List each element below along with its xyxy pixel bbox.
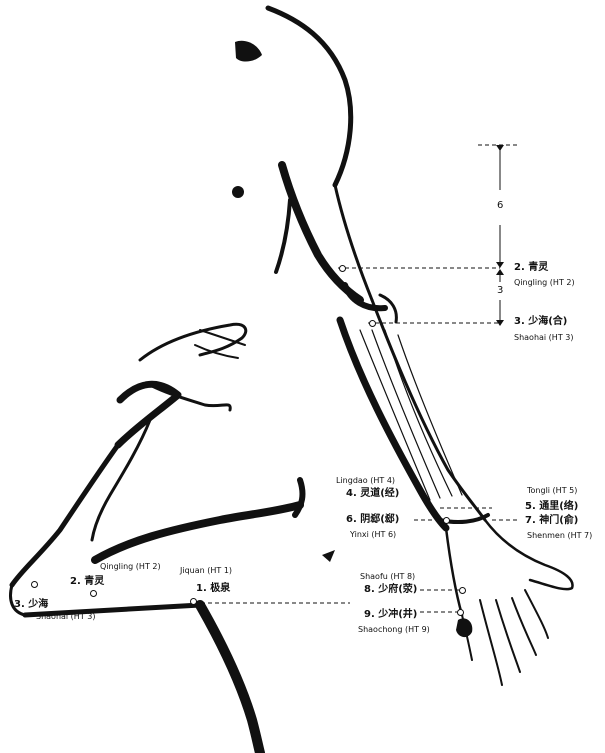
label-shaohai-py: Shaohai (HT 3) bbox=[514, 334, 573, 342]
point-left-qingling bbox=[90, 590, 97, 597]
point-yinxi bbox=[443, 517, 450, 524]
point-qingling bbox=[339, 265, 346, 272]
label-left-qingling-cn: 2. 青灵 bbox=[70, 577, 104, 587]
label-yinxi-py: Yinxi (HT 6) bbox=[350, 531, 396, 539]
label-shaofu-py: Shaofu (HT 8) bbox=[360, 573, 415, 581]
dimension-lower: 3 bbox=[497, 286, 503, 296]
label-left-qingling-py: Qingling (HT 2) bbox=[100, 563, 161, 571]
proportion-dimension bbox=[338, 145, 520, 326]
label-left-jiquan-py: Jiquan (HT 1) bbox=[180, 567, 232, 575]
point-shaochong bbox=[457, 609, 464, 616]
point-left-jiquan bbox=[190, 598, 197, 605]
label-left-shaohai-py: Shaohai (HT 3) bbox=[36, 613, 95, 621]
label-left-shaohai-cn: 3. 少海 bbox=[14, 600, 48, 610]
bent-arm-drawing bbox=[11, 324, 335, 753]
label-tongli-cn: 5. 通里(络) bbox=[525, 502, 578, 512]
dimension-upper: 6 bbox=[497, 201, 503, 211]
label-shenmen-py: Shenmen (HT 7) bbox=[527, 532, 592, 540]
label-left-jiquan-cn: 1. 极泉 bbox=[196, 584, 230, 594]
label-shenmen-cn: 7. 神门(俞) bbox=[525, 516, 578, 526]
point-shaofu bbox=[459, 587, 466, 594]
label-tongli-py: Tongli (HT 5) bbox=[527, 487, 577, 495]
label-lingdao-cn: 4. 灵道(经) bbox=[346, 489, 399, 499]
label-shaochong-cn: 9. 少冲(井) bbox=[364, 610, 417, 620]
point-shaohai bbox=[369, 320, 376, 327]
label-shaohai-cn: 3. 少海(合) bbox=[514, 317, 567, 327]
label-qingling-cn: 2. 青灵 bbox=[514, 263, 548, 273]
label-lingdao-py: Lingdao (HT 4) bbox=[336, 477, 395, 485]
label-shaofu-cn: 8. 少府(荥) bbox=[364, 585, 417, 595]
label-shaochong-py: Shaochong (HT 9) bbox=[358, 626, 430, 634]
label-yinxi-cn: 6. 阴郄(郄) bbox=[346, 515, 399, 525]
point-left-shaohai bbox=[31, 581, 38, 588]
label-qingling-py: Qingling (HT 2) bbox=[514, 279, 575, 287]
